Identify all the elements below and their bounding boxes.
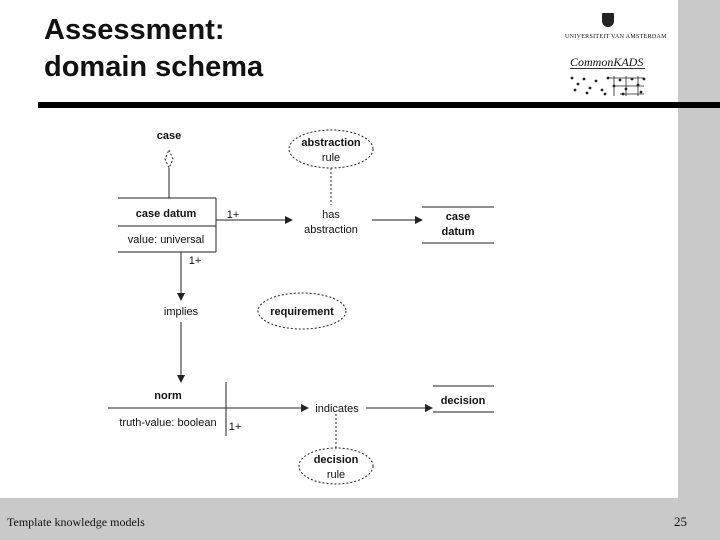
norm-class: norm truth-value: boolean — [108, 382, 227, 436]
requirement-ellipse — [257, 292, 347, 330]
decision-rule-line2: rule — [327, 469, 345, 481]
abstraction-rule-line1: abstraction — [301, 137, 361, 149]
title-line-1: Assessment: — [44, 14, 225, 46]
case-label: case — [157, 130, 181, 142]
norm-attribute: truth-value: boolean — [119, 417, 216, 429]
university-logo: UNIVERSITEIT VAN AMSTERDAM — [565, 13, 667, 40]
bottom-border-band — [0, 498, 720, 540]
decision-class: decision — [433, 385, 494, 413]
slide-title: Assessment: domain schema — [44, 12, 263, 86]
implies-cardinality: 1+ — [189, 255, 202, 267]
indicates-cardinality: 1+ — [229, 421, 242, 433]
commonkads-dots-graphic — [570, 76, 646, 96]
case-datum-class: case datum value: universal — [118, 197, 217, 253]
page-number: 25 — [674, 514, 687, 529]
has-abstraction-line1: has — [322, 209, 340, 221]
aggregation-diamond — [164, 148, 174, 170]
university-name: UNIVERSITEIT VAN AMSTERDAM — [565, 34, 667, 40]
footer-title: Template knowledge models — [7, 515, 145, 529]
has-abstraction-line2: abstraction — [304, 224, 358, 236]
indicates-label: indicates — [315, 403, 359, 415]
requirement-label: requirement — [270, 306, 334, 318]
crest-icon — [601, 13, 614, 27]
case-datum-attribute: value: universal — [128, 234, 204, 246]
title-line-2: domain schema — [44, 51, 264, 83]
commonkads-logo-line — [570, 68, 645, 69]
decision-name: decision — [441, 395, 486, 407]
title-rule — [38, 102, 720, 108]
decision-rule-line1: decision — [314, 454, 359, 466]
right-border-band — [678, 0, 720, 540]
target-case-datum-line2: datum — [442, 226, 475, 238]
abstraction-rule-line2: rule — [322, 152, 340, 164]
norm-name: norm — [154, 390, 182, 402]
has-abstraction-cardinality: 1+ — [227, 209, 240, 221]
case-datum-name: case datum — [136, 208, 197, 220]
commonkads-logo: CommonKADS — [570, 55, 644, 69]
target-case-datum-line1: case — [446, 211, 470, 223]
target-case-datum-class: case datum — [422, 206, 494, 244]
implies-label: implies — [164, 306, 199, 318]
